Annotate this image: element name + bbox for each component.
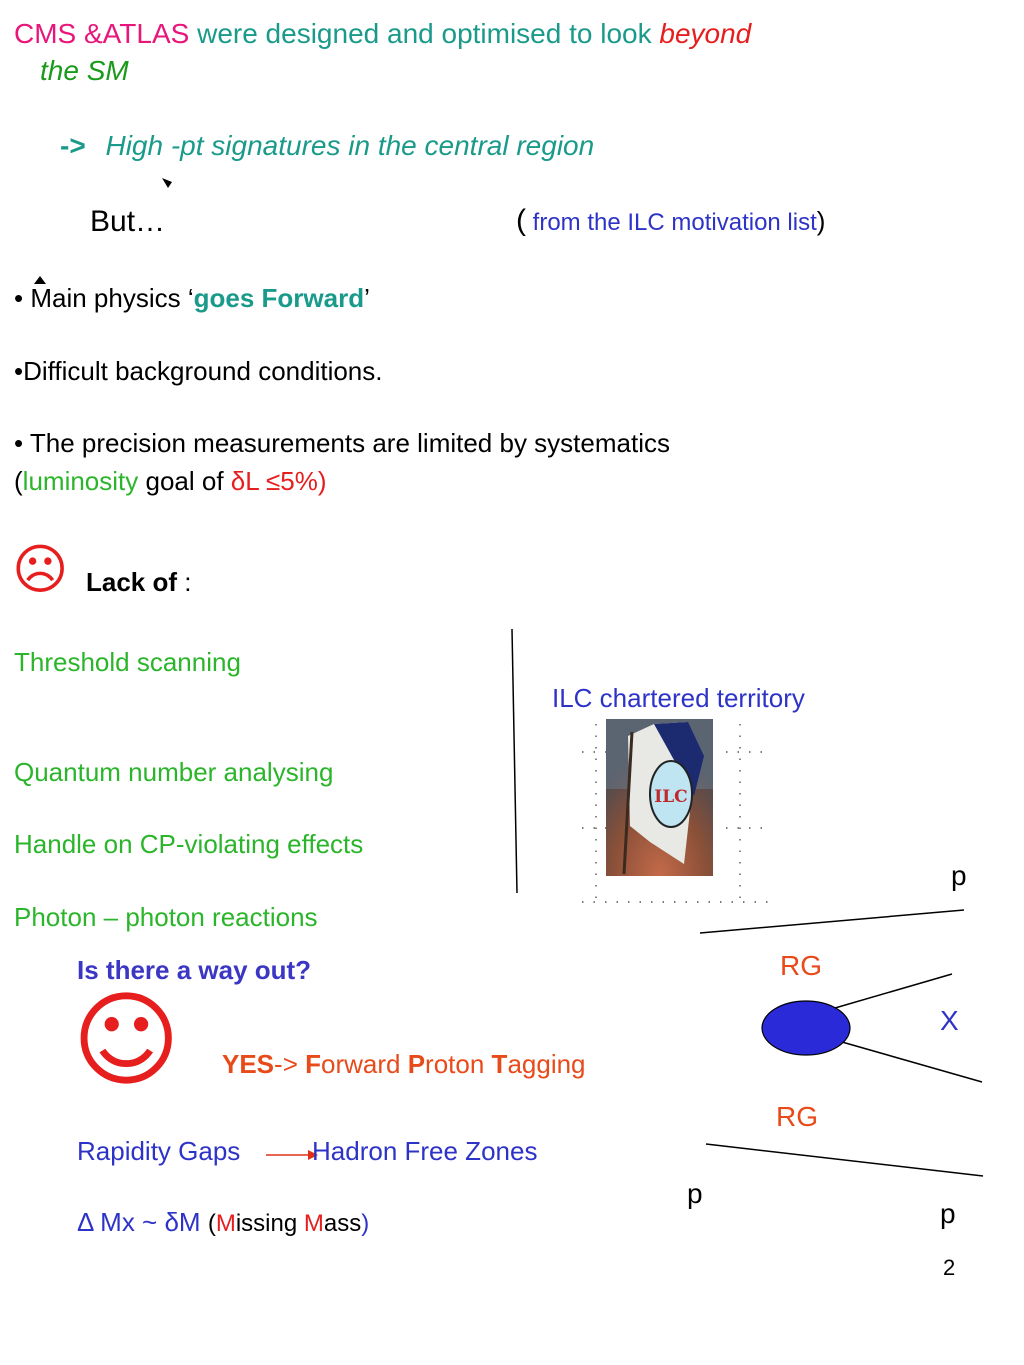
sad-face-icon: ☹: [12, 538, 69, 601]
bullet-precision-line-2: (luminosity goal of δL ≤5%): [14, 466, 326, 497]
ilc-flag-text: ILC: [654, 787, 687, 807]
diagram-x: X: [940, 1005, 959, 1036]
paren-lumi-open: (: [14, 466, 23, 496]
paren-close: ): [816, 206, 826, 236]
bullet-main-physics: • Main physics ‘goes Forward’: [14, 283, 370, 314]
title-line-1: CMS &ATLAS were designed and optimised t…: [14, 18, 751, 50]
diagram-p-bottom-left: p: [687, 1178, 703, 1209]
ilc-motivation-note: ( from the ILC motivation list): [516, 204, 825, 238]
title-beyond: beyond: [659, 18, 752, 49]
bullet-main-physics-c: ’: [364, 283, 370, 313]
ilc-flag-image: ILC: [582, 719, 772, 903]
diagram-p-top: p: [951, 860, 967, 891]
bullet-background: •Difficult background conditions.: [14, 356, 383, 386]
marker-triangle-1: [162, 178, 172, 188]
marker-triangle-2: [34, 276, 46, 284]
paren-open: (: [516, 204, 526, 237]
lack-item-quantum: Quantum number analysing: [14, 757, 334, 787]
diagram-rg-top: RG: [780, 950, 822, 981]
interaction-blob: [761, 1000, 851, 1056]
fpt-roton: roton: [425, 1049, 492, 1079]
mass-m2: M: [303, 1210, 324, 1237]
gaps-arrow-icon: [266, 1150, 318, 1160]
fpt-orward: orward: [321, 1049, 408, 1079]
diagram-p-bottom-right: p: [940, 1198, 956, 1229]
mass-paren-open: (: [207, 1210, 216, 1237]
bullet-main-physics-a: • Main physics ‘: [14, 283, 194, 313]
but-label: But…: [90, 205, 166, 238]
signature-line: -> High -pt signatures in the central re…: [60, 130, 594, 162]
bullet-goes-forward: goes Forward: [193, 283, 365, 313]
lack-item-threshold: Threshold scanning: [14, 647, 241, 677]
title-designed-text: were designed and optimised to look: [189, 18, 660, 49]
motivation-text: from the ILC motivation list: [526, 209, 817, 236]
luminosity-word: luminosity: [22, 466, 139, 496]
yes-fpt-line: YES-> Forward Proton Tagging: [222, 1049, 586, 1080]
fpt-p: P: [407, 1049, 426, 1079]
yes-word: YES: [222, 1049, 275, 1079]
smile-face-icon: ☺: [72, 979, 181, 1101]
ilc-territory-label: ILC chartered territory: [552, 683, 805, 713]
page-number: 2: [943, 1255, 956, 1280]
lack-of-label: Lack of: [86, 567, 178, 597]
yes-arrow: ->: [274, 1049, 306, 1079]
lack-of-colon: :: [177, 567, 192, 597]
divider-line: [511, 628, 518, 894]
delta-mx: Δ Mx ~ δM: [77, 1207, 208, 1237]
diagram-lines: [699, 909, 984, 1177]
diagram-rg-bottom: RG: [776, 1101, 818, 1132]
hadron-free-label: Hadron Free Zones: [312, 1136, 538, 1166]
signature-arrow: ->: [60, 130, 86, 161]
signature-text: High -pt signatures in the central regio…: [105, 130, 595, 161]
mass-issing: issing: [235, 1210, 304, 1237]
rapidity-gaps-label: Rapidity Gaps: [77, 1136, 241, 1166]
mass-ass: ass: [323, 1210, 362, 1237]
goal-of-text: goal of: [138, 466, 231, 496]
title-cms-atlas: CMS &ATLAS: [14, 18, 190, 49]
mass-paren-close: ): [361, 1210, 370, 1237]
fpt-agging: agging: [507, 1049, 586, 1079]
fpt-f: F: [305, 1049, 321, 1079]
title-line-2: the SM: [40, 55, 129, 86]
lack-item-photon: Photon – photon reactions: [14, 902, 318, 932]
bullet-precision: • The precision measurements are limited…: [14, 428, 670, 458]
lack-item-cp: Handle on CP-violating effects: [14, 829, 364, 859]
mass-m1: M: [215, 1210, 236, 1237]
fpt-t: T: [491, 1049, 508, 1079]
missing-mass-line: Δ Mx ~ δM (Missing Mass): [77, 1207, 369, 1238]
way-out-question: Is there a way out?: [77, 955, 312, 985]
delta-l-value: δL ≤5%): [230, 466, 327, 496]
lack-of-heading: Lack of :: [86, 567, 191, 598]
